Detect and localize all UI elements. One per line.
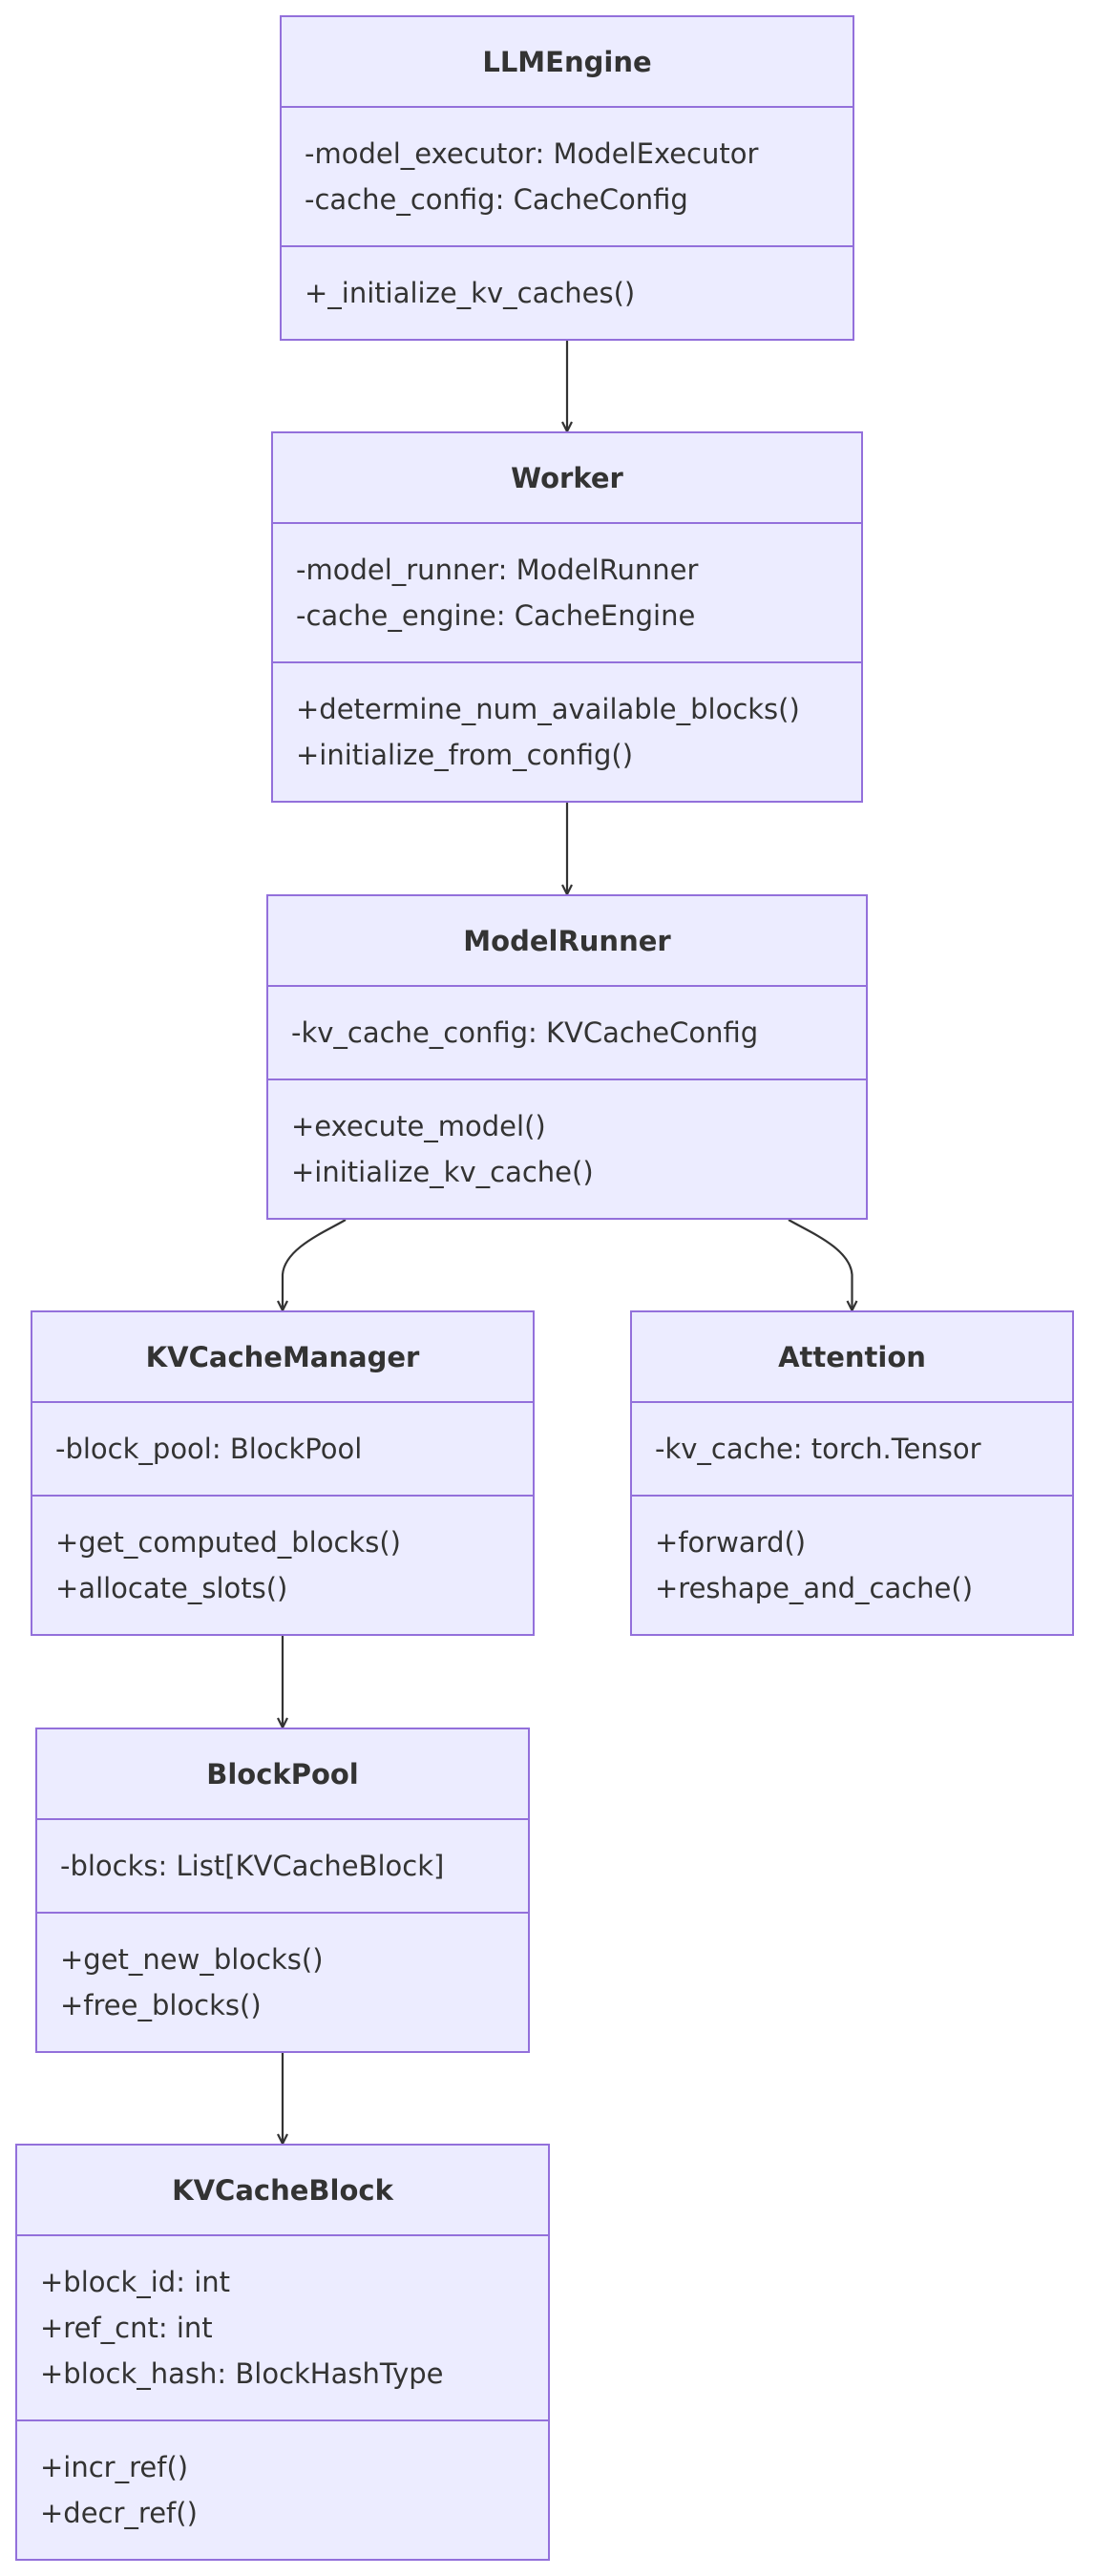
class-name: KVCacheBlock <box>17 2146 548 2236</box>
relation-arrow-model-runner-to-attention <box>788 1219 853 1310</box>
attribute: -kv_cache_config: KVCacheConfig <box>291 1016 759 1049</box>
class-attributes: -kv_cache: torch.Tensor <box>632 1403 1072 1497</box>
method: +decr_ref() <box>40 2497 198 2529</box>
method: +incr_ref() <box>40 2451 189 2483</box>
class-name: LLMEngine <box>282 17 853 108</box>
class-name: ModelRunner <box>268 896 866 987</box>
method: +get_computed_blocks() <box>55 1526 401 1559</box>
method: +determine_num_available_blocks() <box>296 693 800 725</box>
class-box-model-runner: ModelRunner -kv_cache_config: KVCacheConf… <box>266 894 868 1220</box>
attribute: -cache_engine: CacheEngine <box>296 599 696 632</box>
class-methods: +determine_num_available_blocks() +initia… <box>273 663 861 801</box>
method: +reshape_and_cache() <box>655 1572 974 1604</box>
class-name: BlockPool <box>37 1729 528 1820</box>
method: +execute_model() <box>291 1110 546 1142</box>
class-attributes: -model_runner: ModelRunner -cache_engine:… <box>273 524 861 663</box>
class-box-kv-cache-block: KVCacheBlock+block_id: int+ref_cnt: int+… <box>15 2144 550 2561</box>
class-methods: +incr_ref() +decr_ref() <box>17 2421 548 2559</box>
attribute: -blocks: List[KVCacheBlock] <box>60 1850 445 1882</box>
method: +free_blocks() <box>60 1989 262 2021</box>
attribute: +block_id: int <box>40 2266 231 2298</box>
class-attributes: +block_id: int +ref_cnt: int +block_hash: … <box>17 2236 548 2421</box>
method: +_initialize_kv_caches() <box>305 277 636 309</box>
attribute: +ref_cnt: int <box>40 2312 213 2344</box>
method: +allocate_slots() <box>55 1572 288 1604</box>
class-attributes: -model_executor: ModelExecutor -cache_con… <box>282 108 853 247</box>
method: +initialize_from_config() <box>296 739 634 771</box>
class-box-block-pool: BlockPool -blocks: List[KVCacheBlock] +get… <box>35 1728 530 2053</box>
class-attributes: -blocks: List[KVCacheBlock] <box>37 1820 528 1914</box>
method: +forward() <box>655 1526 807 1559</box>
class-box-kv-cache-manager: KVCacheManager -block_pool: BlockPool +get… <box>31 1310 535 1636</box>
class-methods: +get_new_blocks() +free_blocks() <box>37 1914 528 2051</box>
class-name: Worker <box>273 433 861 524</box>
class-box-llm-engine: LLMEngine-model_executor: ModelExecutor-… <box>280 15 854 341</box>
attribute: -model_runner: ModelRunner <box>296 554 699 586</box>
attribute: +block_hash: BlockHashType <box>40 2357 444 2390</box>
class-attributes: -block_pool: BlockPool <box>32 1403 533 1497</box>
class-methods: +_initialize_kv_caches() <box>282 247 853 339</box>
method: +get_new_blocks() <box>60 1943 324 1976</box>
class-name: Attention <box>632 1312 1072 1403</box>
attribute: -kv_cache: torch.Tensor <box>655 1433 981 1465</box>
class-methods: +forward() +reshape_and_cache() <box>632 1497 1072 1634</box>
attribute: -block_pool: BlockPool <box>55 1433 363 1465</box>
class-attributes: -kv_cache_config: KVCacheConfig <box>268 987 866 1080</box>
attribute: -model_executor: ModelExecutor <box>305 137 759 170</box>
attribute: -cache_config: CacheConfig <box>305 183 688 216</box>
class-methods: +execute_model() +initialize_kv_cache() <box>268 1080 866 1218</box>
relation-arrow-model-runner-to-kv-cache-manager <box>283 1219 347 1310</box>
class-methods: +get_computed_blocks() +allocate_slots() <box>32 1497 533 1634</box>
class-box-worker: Worker -model_runner: ModelRunner -cache_e… <box>271 431 863 803</box>
class-name: KVCacheManager <box>32 1312 533 1403</box>
method: +initialize_kv_cache() <box>291 1156 594 1188</box>
class-box-attention: Attention -kv_cache: torch.Tensor +forward… <box>630 1310 1074 1636</box>
